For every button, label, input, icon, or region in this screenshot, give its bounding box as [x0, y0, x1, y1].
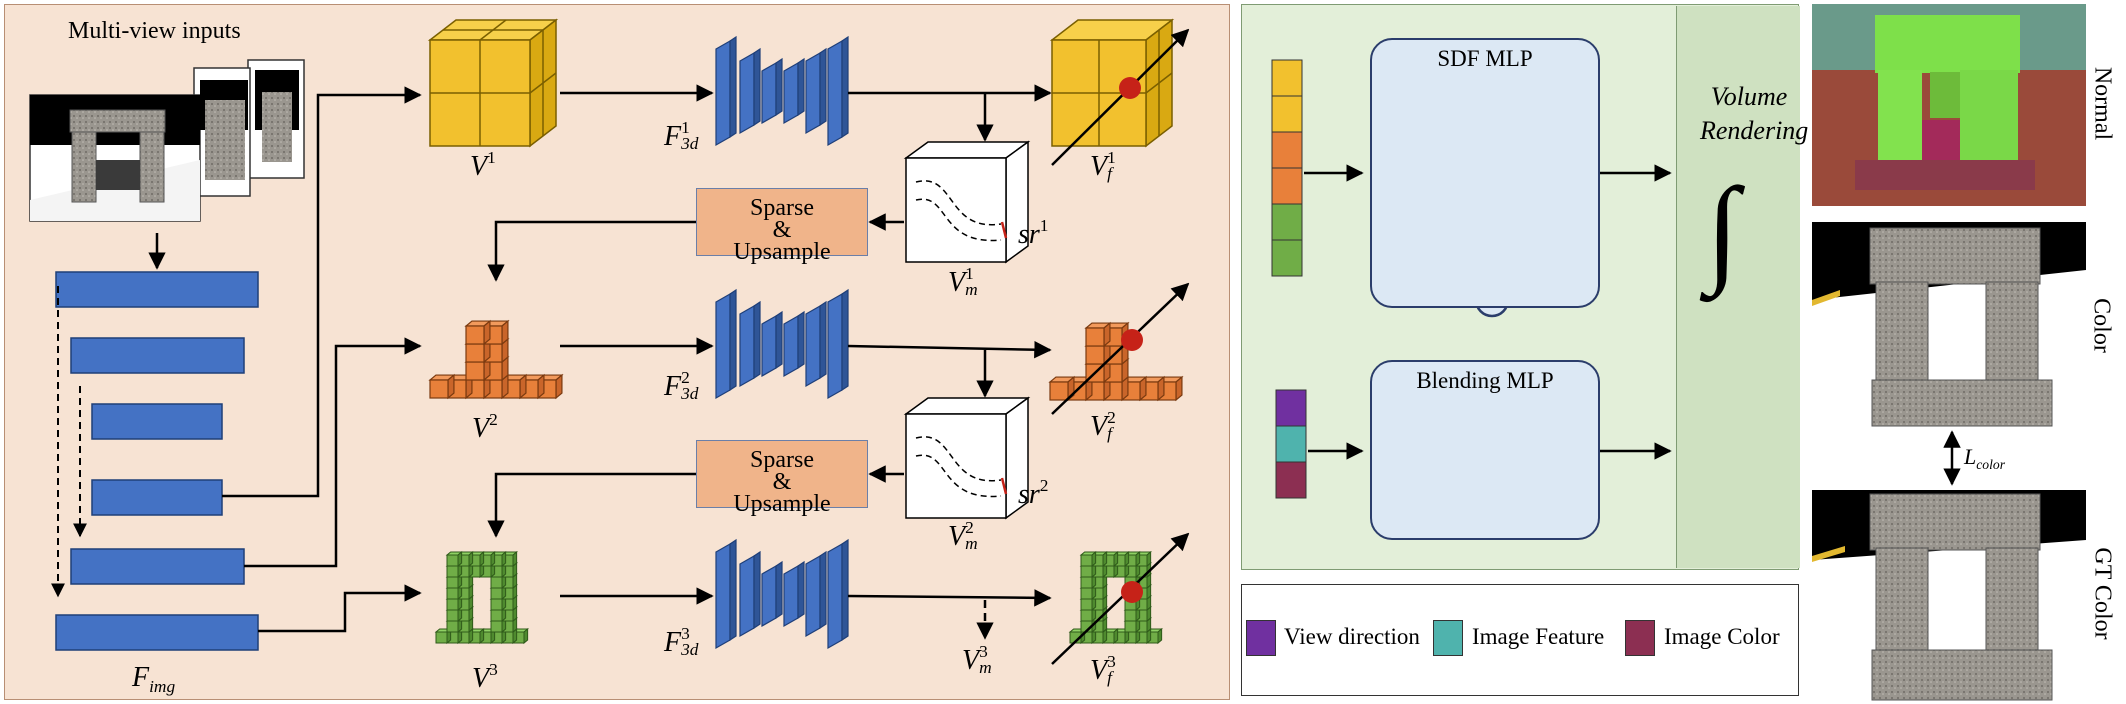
legend-image-feature: Image Feature	[1472, 624, 1605, 649]
legend-box	[1241, 584, 1799, 696]
v3-label: V3	[472, 660, 498, 695]
normal-map-image	[1812, 4, 2086, 206]
v1-label: V1	[470, 148, 496, 183]
normal-label: Normal	[2089, 66, 2116, 141]
sparse-upsample-box-2: Sparse&Upsample	[696, 440, 868, 516]
sr-2-label: sr2	[1018, 476, 1049, 511]
feature-volume-v3f	[1068, 550, 1164, 645]
volume-v1	[427, 18, 559, 148]
legend-image-color: Image Color	[1664, 624, 1780, 649]
encoder-decoder-network-3	[715, 538, 849, 650]
volume-v3	[434, 550, 530, 645]
sparse-upsample-box-1: Sparse&Upsample	[696, 188, 868, 264]
image-color-swatch	[1625, 620, 1655, 656]
encoder-decoder-network-2	[715, 288, 849, 400]
sample-points	[1119, 77, 1143, 603]
v2-label: V2	[472, 410, 498, 445]
feature-vector-column	[1271, 59, 1303, 277]
blending-mlp-box: Blending MLP	[1370, 360, 1600, 540]
legend-view-direction: View direction	[1284, 624, 1420, 649]
volume-v2	[428, 319, 564, 400]
gt-color-label: GT Color	[2089, 547, 2116, 640]
view-direction-swatch	[1246, 620, 1276, 656]
volume-rendering-strip	[1676, 6, 1800, 568]
sdf-mlp-box: SDF MLP	[1370, 38, 1600, 308]
mask-cube-2	[903, 396, 1031, 520]
blending-mlp-title: Blending MLP	[1416, 368, 1554, 393]
encoder-decoder-network-1	[715, 35, 849, 147]
sdf-mlp-title: SDF MLP	[1437, 46, 1533, 71]
image-feature-swatch	[1433, 620, 1463, 656]
integral-symbol: ∫	[1706, 163, 1739, 296]
color-label: Color	[2088, 298, 2115, 353]
sr-1-label: sr1	[1018, 216, 1049, 251]
mask-cube-1	[903, 140, 1031, 264]
f-img-label: Fimg	[132, 662, 176, 697]
ground-truth-color-image	[1812, 490, 2086, 701]
rendered-color-image	[1812, 222, 2086, 427]
feature-volume-v2f	[1048, 321, 1184, 402]
multiview-inputs-title: Multi-view inputs	[68, 18, 241, 44]
loss-color-label: Lcolor	[1964, 444, 2006, 472]
multiview-input-images	[29, 59, 305, 222]
image-feature-pyramid	[55, 271, 259, 651]
feature-volume-v1f	[1049, 18, 1175, 148]
blending-input-column	[1275, 389, 1307, 499]
